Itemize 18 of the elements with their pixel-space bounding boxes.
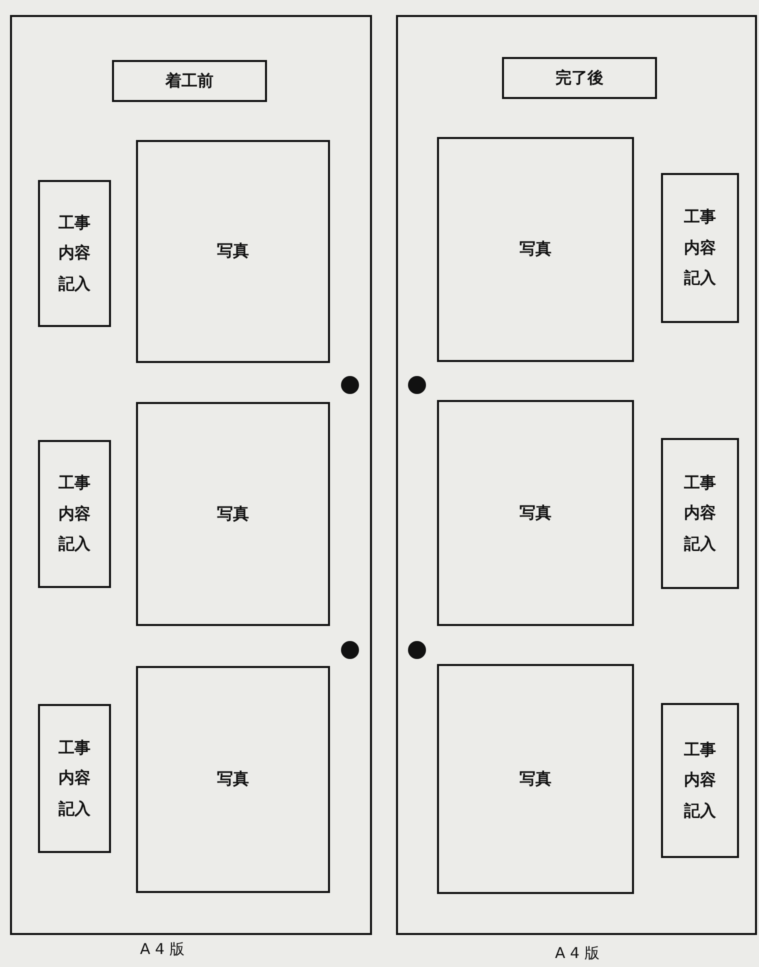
note-box: 工事内容記入 bbox=[661, 703, 739, 858]
node-label: A 4 版 bbox=[555, 944, 600, 963]
page-sheet bbox=[10, 15, 372, 935]
note-box: 工事内容記入 bbox=[661, 173, 739, 323]
photo-box: 写真 bbox=[136, 402, 330, 626]
title-box: 着工前 bbox=[112, 60, 267, 102]
photo-box: 写真 bbox=[136, 140, 330, 363]
photo-box: 写真 bbox=[437, 137, 634, 362]
photo-box: 写真 bbox=[437, 664, 634, 894]
title-box: 完了後 bbox=[502, 57, 657, 99]
note-box: 工事内容記入 bbox=[661, 438, 739, 589]
page-sheet bbox=[396, 15, 757, 935]
note-box: 工事内容記入 bbox=[38, 704, 111, 853]
note-box: 工事内容記入 bbox=[38, 180, 111, 327]
photo-box: 写真 bbox=[136, 666, 330, 893]
photo-box: 写真 bbox=[437, 400, 634, 626]
node-label: A 4 版 bbox=[140, 940, 184, 959]
note-box: 工事内容記入 bbox=[38, 440, 111, 588]
